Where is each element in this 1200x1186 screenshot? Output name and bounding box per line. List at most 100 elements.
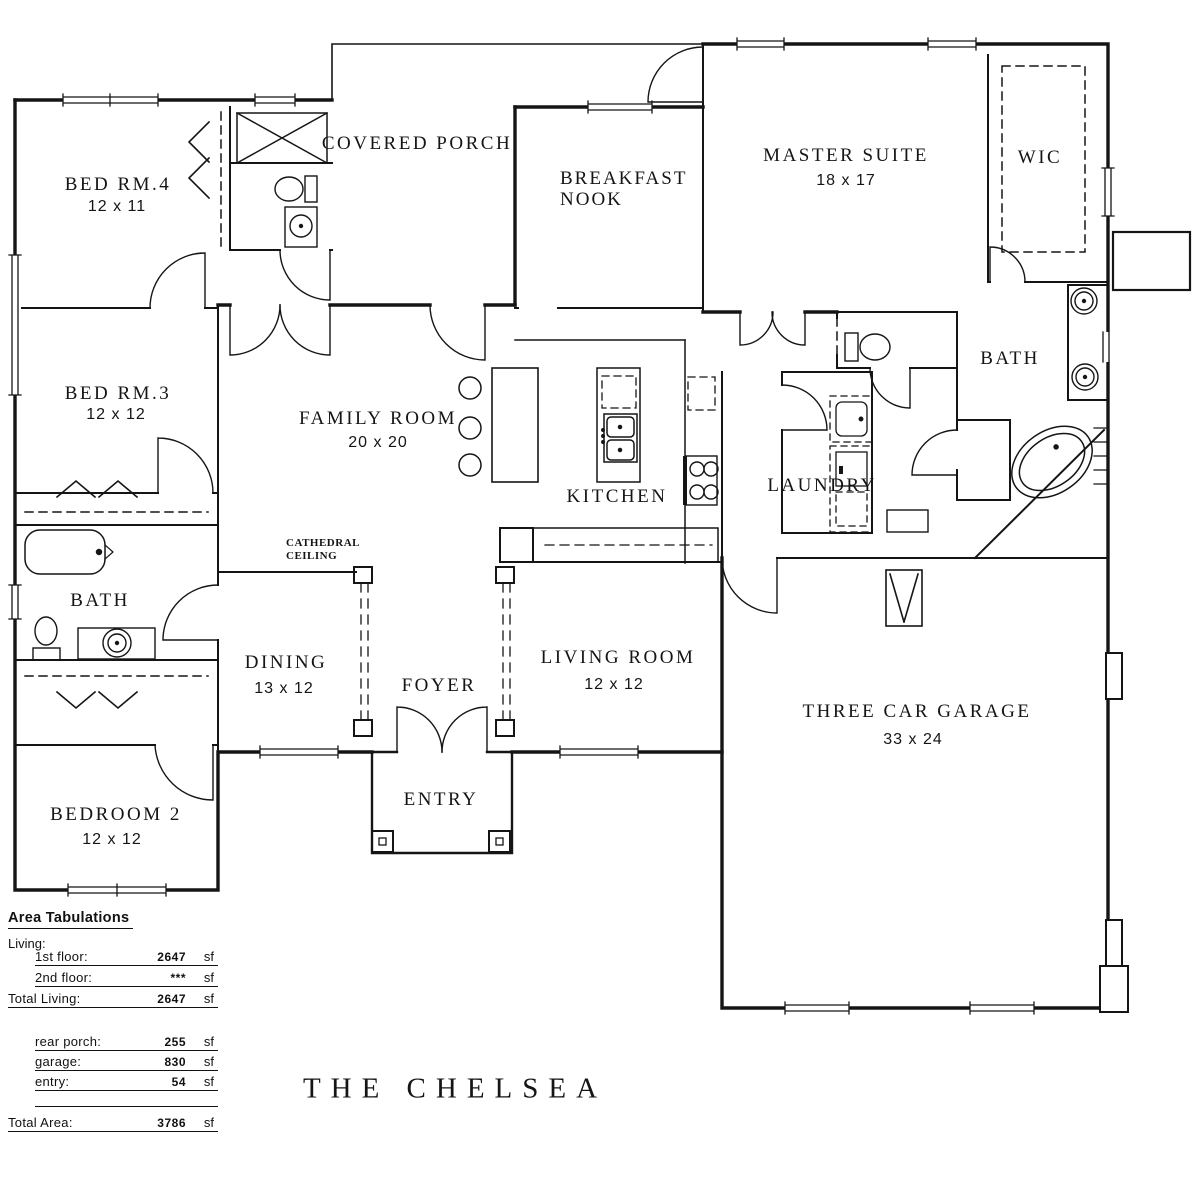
laundry-sink-icon [829, 395, 873, 443]
door-arc-icon [911, 429, 958, 476]
window-icon [1100, 331, 1112, 363]
range-icon [683, 376, 719, 506]
area-row-value: 3786 [157, 1116, 186, 1130]
door-arc-icon [721, 557, 778, 614]
door-arc-icon [279, 249, 331, 301]
sink-icon [284, 206, 318, 248]
room-label-wic: WIC [1017, 147, 1063, 168]
room-label-covered-porch: COVERED PORCH [321, 133, 513, 154]
room-dims-bed3: 12 x 12 [86, 406, 146, 423]
closet-rod-icon [55, 120, 211, 710]
room-label-breakfast-nook-line1: BREAKFAST [560, 168, 688, 189]
window-icon [67, 883, 167, 897]
furnace-icon [885, 569, 923, 627]
stool-icon [458, 376, 482, 477]
area-row-label: Total Area: [8, 1115, 73, 1130]
area-row-label: Total Living: [8, 991, 81, 1006]
room-label-living-room: LIVING ROOM [540, 647, 696, 668]
area-row-unit: sf [203, 949, 214, 964]
window-icon [254, 93, 296, 107]
area-row-1st-floor: 1st floor: 2647 sf [35, 948, 218, 966]
door-arc-icon [396, 706, 443, 753]
area-tabulations-living-label: Living: [8, 936, 46, 951]
area-row-value: 2647 [157, 992, 186, 1006]
area-row-entry: entry: 54 sf [35, 1073, 218, 1091]
door-arc-icon [781, 384, 828, 431]
area-row-total-area: Total Area: 3786 sf [8, 1114, 218, 1132]
door-arc-icon [647, 46, 704, 103]
note-cathedral-line1: CATHEDRAL [286, 537, 360, 549]
sink-icon [1071, 363, 1099, 391]
area-row-label: 1st floor: [35, 949, 88, 964]
toilet-icon [844, 332, 891, 362]
door-arc-icon [771, 311, 806, 346]
room-dims-bedroom2: 12 x 12 [82, 831, 142, 848]
window-icon [1101, 167, 1115, 217]
window-icon [927, 37, 977, 51]
sink-icon [1070, 287, 1098, 315]
room-label-family-room: FAMILY ROOM [298, 408, 458, 429]
area-row-unit: sf [203, 1034, 214, 1049]
column-markers [353, 566, 515, 737]
area-row-value: 54 [171, 1075, 186, 1089]
area-row-unit: sf [203, 991, 214, 1006]
area-row-value: 255 [164, 1035, 186, 1049]
room-label-entry: ENTRY [403, 789, 479, 810]
area-row-total-living: Total Living: 2647 sf [8, 990, 218, 1008]
window-icon [587, 100, 653, 114]
note-cathedral-line2: CEILING [286, 550, 338, 562]
area-row-unit: sf [203, 1054, 214, 1069]
kitchen-counter [499, 339, 719, 564]
room-label-dining: DINING [244, 652, 328, 673]
area-row-unit: sf [203, 1074, 214, 1089]
room-dims-living-room: 12 x 12 [584, 676, 644, 693]
area-row-value: *** [170, 971, 186, 985]
room-dims-master-suite: 18 x 17 [816, 172, 876, 189]
area-row-value: 2647 [157, 950, 186, 964]
window-icon [559, 745, 639, 759]
area-tabulations-heading: Area Tabulations [8, 910, 134, 929]
area-row-rear-porch: rear porch: 255 sf [35, 1033, 218, 1051]
bathtub-icon [24, 529, 114, 575]
door-arc-icon [429, 304, 486, 361]
chimney-pad [1111, 230, 1192, 292]
area-row-label: garage: [35, 1054, 82, 1069]
area-row-label: 2nd floor: [35, 970, 93, 985]
window-icon [784, 1001, 850, 1015]
room-dims-dining: 13 x 12 [254, 680, 314, 697]
doors [149, 46, 1026, 801]
garden-tub-icon [1011, 425, 1093, 499]
room-label-laundry: LAUNDRY [767, 475, 877, 496]
area-row-garage: garage: 830 sf [35, 1053, 218, 1071]
windows [8, 37, 1115, 1015]
door-arc-icon [279, 304, 331, 356]
kitchen-island-icon [596, 367, 641, 483]
room-label-master-bath: BATH [980, 348, 1040, 369]
washer-icon [835, 451, 868, 487]
door-arc-icon [157, 437, 214, 494]
door-arc-icon [154, 744, 214, 801]
room-label-bedroom2: BEDROOM 2 [50, 804, 182, 825]
area-row-unit: sf [203, 970, 214, 985]
room-dims-family-room: 20 x 20 [348, 434, 408, 451]
window-icon [259, 745, 339, 759]
room-label-breakfast-nook-line2: NOOK [560, 189, 623, 210]
door-arc-icon [441, 706, 488, 753]
room-label-foyer: FOYER [401, 675, 477, 696]
window-icon [736, 37, 785, 51]
door-arc-icon [229, 304, 281, 356]
window-icon [8, 584, 22, 620]
closet-dashes [24, 65, 1086, 677]
area-row-2nd-floor: 2nd floor: *** sf [35, 969, 218, 987]
door-arc-icon [149, 252, 206, 309]
door-arc-icon [869, 367, 911, 409]
dryer-icon [829, 445, 873, 533]
door-arc-icon [162, 584, 219, 641]
room-label-kitchen: KITCHEN [566, 486, 668, 507]
room-label-bed3: BED RM.3 [64, 383, 172, 404]
room-label-master-suite: MASTER SUITE [763, 145, 929, 166]
area-row-label: rear porch: [35, 1034, 102, 1049]
equipment-pad [886, 509, 929, 533]
